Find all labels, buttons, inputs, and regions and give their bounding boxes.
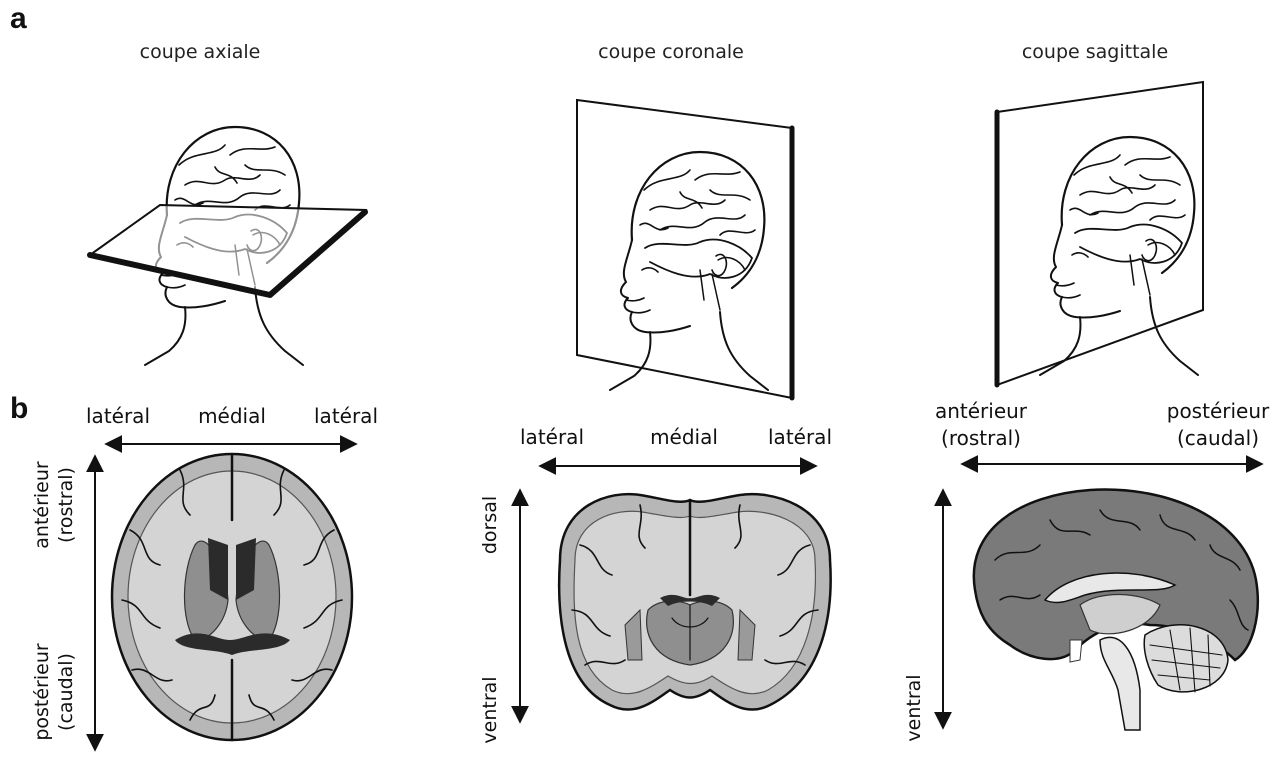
coronal-head-illustration	[577, 100, 792, 398]
axial-right-label: latéral	[314, 404, 378, 428]
coronal-right-label: latéral	[768, 425, 832, 449]
coronal-left-label: latéral	[520, 425, 584, 449]
axial-left-label: latéral	[86, 404, 150, 428]
axial-bottom-sub-label: (caudal)	[55, 653, 77, 731]
axial-orientation: latéral médial latéral antérieur (rostra…	[31, 404, 378, 750]
sagittal-brain-section	[974, 490, 1258, 730]
coronal-center-label: médial	[650, 425, 718, 449]
sagittal-right-label: postérieur	[1167, 399, 1270, 423]
axial-top-sub-label: (rostral)	[55, 467, 77, 543]
sagittal-left-label: antérieur	[935, 399, 1028, 423]
axial-top-label: antérieur	[31, 461, 53, 549]
axial-head-illustration	[90, 127, 365, 365]
axial-center-label: médial	[198, 404, 266, 428]
title-coronal: coupe coronale	[598, 41, 744, 63]
title-sagittal: coupe sagittale	[1022, 41, 1168, 63]
axial-bottom-label: postérieur	[31, 643, 53, 741]
sagittal-head-illustration	[997, 82, 1203, 385]
title-axial: coupe axiale	[140, 41, 261, 63]
panel-label-b: b	[10, 392, 28, 425]
sagittal-orientation: antérieur (rostral) postérieur (caudal) …	[903, 399, 1270, 742]
panel-label-a: a	[10, 2, 27, 35]
coronal-top-label: dorsal	[479, 496, 501, 554]
coronal-bottom-label: ventral	[479, 676, 501, 743]
sagittal-right-sub-label: (caudal)	[1177, 426, 1259, 450]
coronal-orientation: latéral médial latéral dorsal ventral	[479, 425, 832, 744]
sagittal-bottom-label: ventral	[903, 674, 925, 741]
coronal-brain-section	[559, 494, 830, 709]
axial-brain-section	[112, 454, 352, 740]
sagittal-left-sub-label: (rostral)	[941, 426, 1021, 450]
